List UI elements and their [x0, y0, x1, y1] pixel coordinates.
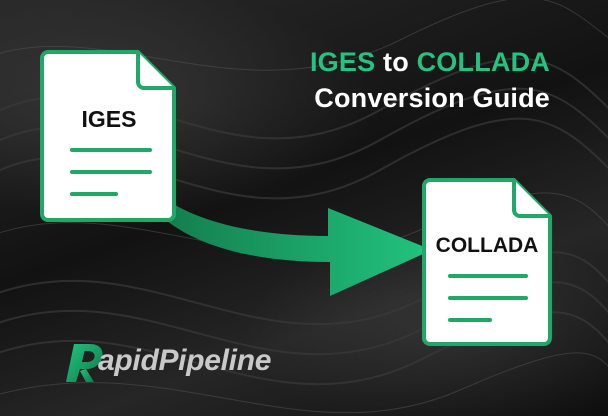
source-doc-label: IGES: [81, 106, 137, 132]
rapidpipeline-logo: apidPipeline: [60, 338, 300, 388]
source-document: IGES: [38, 48, 180, 224]
target-doc-label: COLLADA: [435, 234, 539, 257]
format-to: COLLADA: [416, 47, 550, 77]
logo-mark: [66, 344, 103, 382]
logo-text: apidPipeline: [98, 344, 272, 377]
document-icon: [40, 50, 176, 222]
format-from: IGES: [309, 47, 376, 77]
document-icon: [422, 178, 552, 346]
title-connector: to: [383, 47, 409, 77]
title-subtitle: Conversion Guide: [314, 83, 550, 113]
page-title: IGES to COLLADA Conversion Guide: [310, 44, 550, 116]
target-document: COLLADA: [420, 176, 554, 348]
title-line-1: IGES to COLLADA: [310, 44, 550, 80]
